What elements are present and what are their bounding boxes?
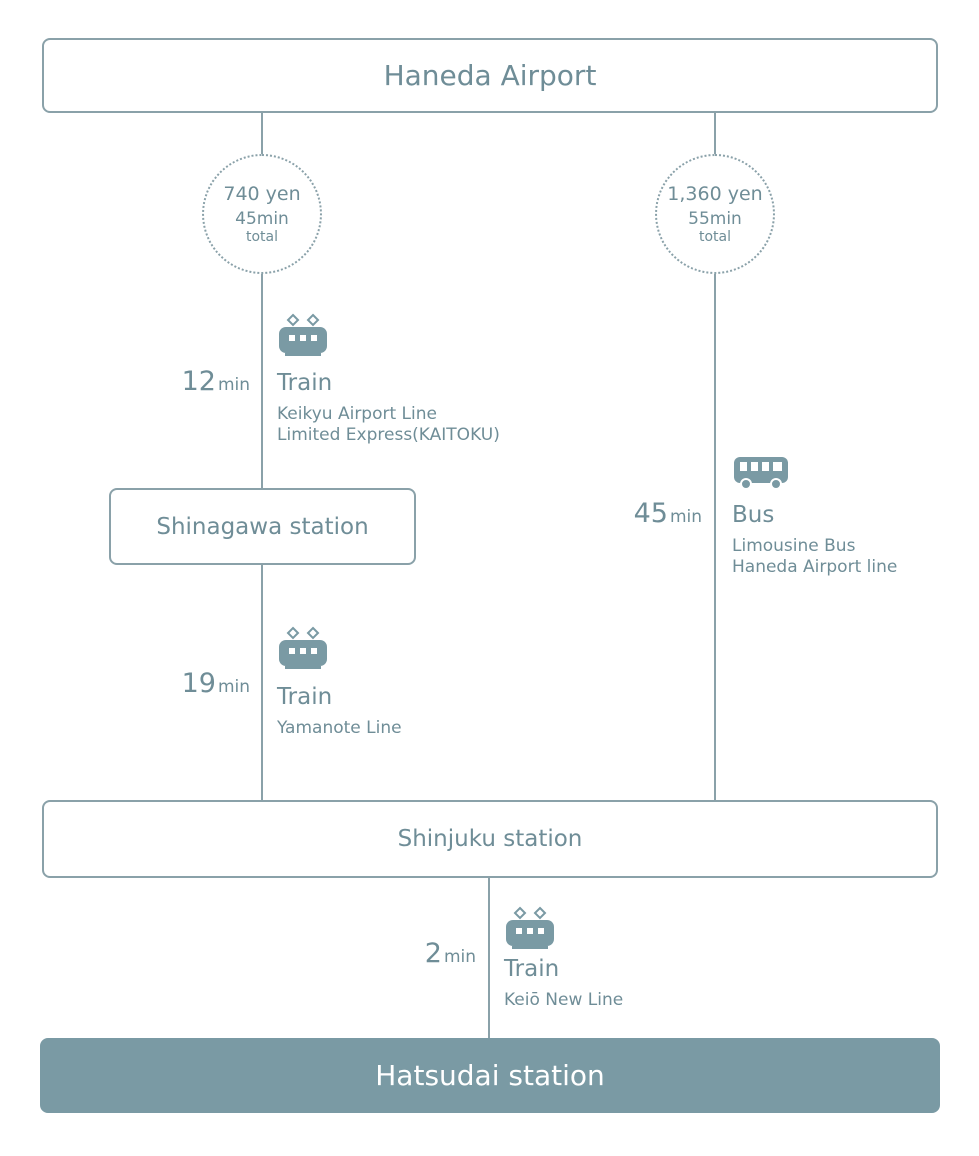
train-icon [504,905,556,955]
train-icon [277,625,329,675]
station-name: Hatsudai station [375,1059,605,1092]
station-shinjuku: Shinjuku station [42,800,938,878]
station-name: Shinjuku station [397,826,583,852]
route-total-label: total [698,229,731,245]
route-fare: 1,360 yen [667,183,763,205]
leg-line-name: Yamanote Line [277,718,402,738]
connector-haneda-shinagawa [261,112,263,489]
route-time: 55min [688,209,742,229]
station-shinagawa: Shinagawa station [109,488,416,565]
route-time: 45min [235,209,289,229]
station-name: Haneda Airport [383,59,597,92]
station-haneda-airport: Haneda Airport [42,38,938,113]
leg-mode: Train [277,684,333,710]
leg-line-name: Limousine Bus Haneda Airport line [732,536,898,577]
station-name: Shinagawa station [156,513,369,540]
leg-mode: Train [504,956,560,982]
train-route-summary: 740 yen 45min total [202,154,322,274]
leg-line-name: Keikyu Airport Line Limited Express(KAIT… [277,404,500,445]
route-fare: 740 yen [223,183,301,205]
train-icon [277,312,329,362]
connector-haneda-shinjuku-bus [714,112,716,802]
leg-mode: Train [277,370,333,396]
leg-mode: Bus [732,502,775,528]
station-hatsudai: Hatsudai station [40,1038,940,1113]
route-total-label: total [245,229,278,245]
leg-line-name: Keiō New Line [504,990,624,1010]
bus-route-summary: 1,360 yen 55min total [655,154,775,274]
connector-shinagawa-shinjuku [261,564,263,802]
bus-icon [732,455,790,495]
connector-shinjuku-hatsudai [488,877,490,1039]
